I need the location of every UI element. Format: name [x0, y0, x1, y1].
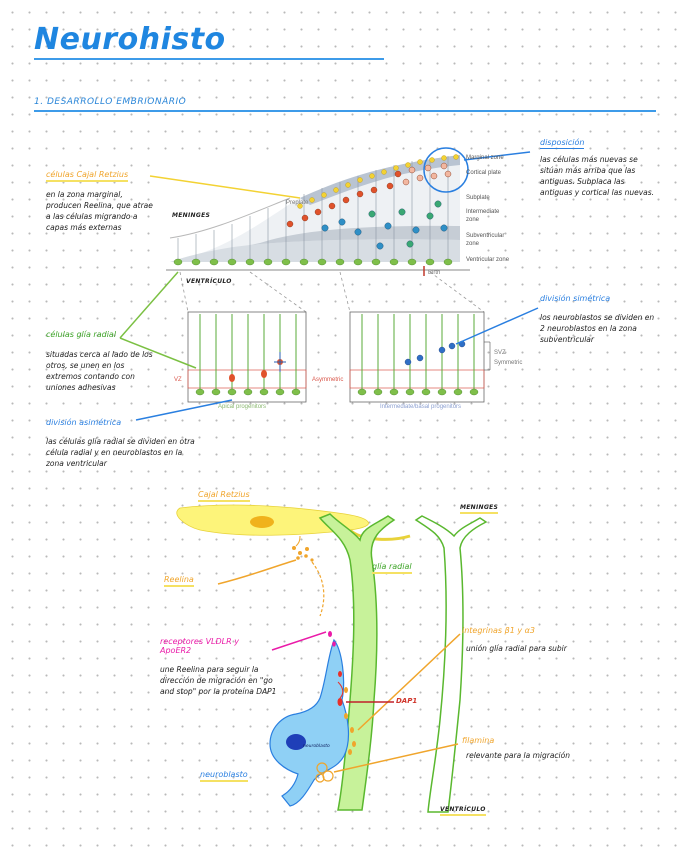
fig2-vldlr-label: receptores VLDLR y ApoER2 [160, 637, 239, 655]
note-glia-label: células glía radial [46, 330, 117, 339]
zone-subplate: Subplate [466, 195, 490, 201]
ventricular-zone-band [170, 239, 460, 262]
fig2-neuroblasto-label: neuroblasto [200, 770, 248, 782]
arrow-glia-2 [119, 337, 197, 369]
ventricular-cells [173, 258, 453, 266]
note-simetrica-text: los neuroblastos se dividen en 2 neurobl… [540, 313, 655, 344]
label-symmetric: Symmetric [494, 360, 523, 366]
basal-glia-fibers [361, 314, 475, 390]
zone-ventricular: Ventricular zone [466, 257, 510, 263]
arrow-integrinas [357, 633, 461, 731]
label-preplate: Preplate [286, 200, 309, 206]
cajal-nucleus [250, 516, 274, 528]
fig2-vldlr-text: une Reelina para seguir la dirección de … [160, 665, 277, 696]
preplate-line [169, 197, 291, 239]
fig2-integrinas-label: integrinas β1 y α3 [462, 626, 536, 635]
fig2-meninges-label: MENINGES [460, 504, 499, 514]
fig2-integrinas-text: unión glía radial para subir [466, 644, 567, 653]
arrow-reelina-down [311, 561, 325, 617]
label-birth: Birth [428, 270, 441, 276]
zone-subventricular: Subventricular zone [466, 233, 505, 247]
fig2-dap1-label: DAP1 [396, 697, 418, 705]
fig2-glia-label: glía radial [372, 562, 412, 574]
basal-progenitors [404, 340, 466, 366]
apical-cells [195, 388, 301, 396]
label-meninges-1: MENINGES [172, 212, 211, 219]
note-simetrica-label: división simétrica [540, 294, 611, 303]
arrow-filamina [333, 743, 459, 773]
arrow-disposicion [463, 151, 531, 161]
radial-fibers [177, 156, 449, 262]
arrow-asimetrica [135, 399, 233, 421]
section-heading: 1. DESARROLLO EMBRIONARIO [34, 97, 187, 107]
note-asimetrica-text: las células glía radial se dividen en ot… [46, 437, 195, 468]
note-cajal-text: en la zona marginal, producen Reelina, q… [46, 190, 153, 232]
reelina-dots [292, 546, 314, 562]
integrin-markers [344, 687, 356, 755]
arrow-simetrica [455, 307, 539, 345]
subventricular-zone-band [250, 225, 460, 245]
section-underline [34, 110, 656, 112]
note-glia-text: situadas cerca al lado de los otros, se … [46, 350, 153, 392]
label-asymmetric: Asymmetric [312, 377, 344, 383]
arrow-glia-1 [119, 271, 179, 339]
title-underline [34, 58, 384, 60]
zone-intermediate: Intermediate zone [466, 209, 500, 223]
fig2-filamina-text: relevante para la migración [466, 751, 570, 760]
vldlr-markers [328, 631, 336, 647]
cajal-retzius-cells [297, 154, 459, 209]
apical-panel [187, 311, 307, 403]
arrow-cajal [149, 175, 301, 199]
intermediate-cells [321, 200, 448, 250]
note-disposicion-label: disposición [540, 138, 585, 149]
arrow-vldlr [271, 631, 327, 651]
radial-glia-2 [414, 515, 488, 813]
apical-dividing-cells [229, 352, 286, 382]
fig2-reelina-label: Reelina [164, 575, 194, 587]
zoom-connectors [179, 271, 485, 313]
cortical-plate-cells [286, 162, 452, 228]
zone-cortical-plate: Cortical plate [466, 170, 502, 176]
highlight-circle [423, 147, 469, 193]
zone-marginal: Marginal zone [466, 155, 504, 161]
label-vz: VZ [174, 377, 182, 383]
fig2-filamina-label: filamina [462, 736, 495, 745]
label-ventriculo-1: VENTRÍCULO [186, 278, 232, 285]
neuroblast-body [269, 638, 350, 807]
basal-cells [357, 388, 479, 396]
label-apical-progenitors: Apical progenitors [218, 404, 267, 410]
dap1-arrow-inner [337, 681, 344, 699]
apical-vz-band [187, 369, 307, 389]
basal-vz-band [349, 369, 485, 389]
arrow-reelina [217, 559, 297, 585]
label-basal-progenitors: Intermediate/basal progenitors [380, 404, 462, 410]
dap1-markers [337, 671, 343, 706]
note-cajal-label: células Cajal Retzius [46, 170, 129, 182]
fig2-ventriculo-label: VENTRÍCULO [440, 806, 486, 816]
reelina-release [295, 535, 301, 547]
apical-glia-fibers [199, 314, 297, 390]
fig2-cajal-label: Cajal Retzius [198, 490, 250, 502]
note-disposicion-text: las células más nuevas se sitúan más arr… [540, 155, 655, 197]
page-title: Neurohisto [34, 22, 226, 57]
filamina-mitochondria [315, 762, 334, 783]
note-asimetrica-label: división asimétrica [46, 418, 122, 427]
neuroblast-nucleus [286, 734, 306, 750]
label-svz: SVZ [494, 350, 506, 356]
fig2-neuroblasto-inner: neuroblasto [303, 744, 330, 749]
